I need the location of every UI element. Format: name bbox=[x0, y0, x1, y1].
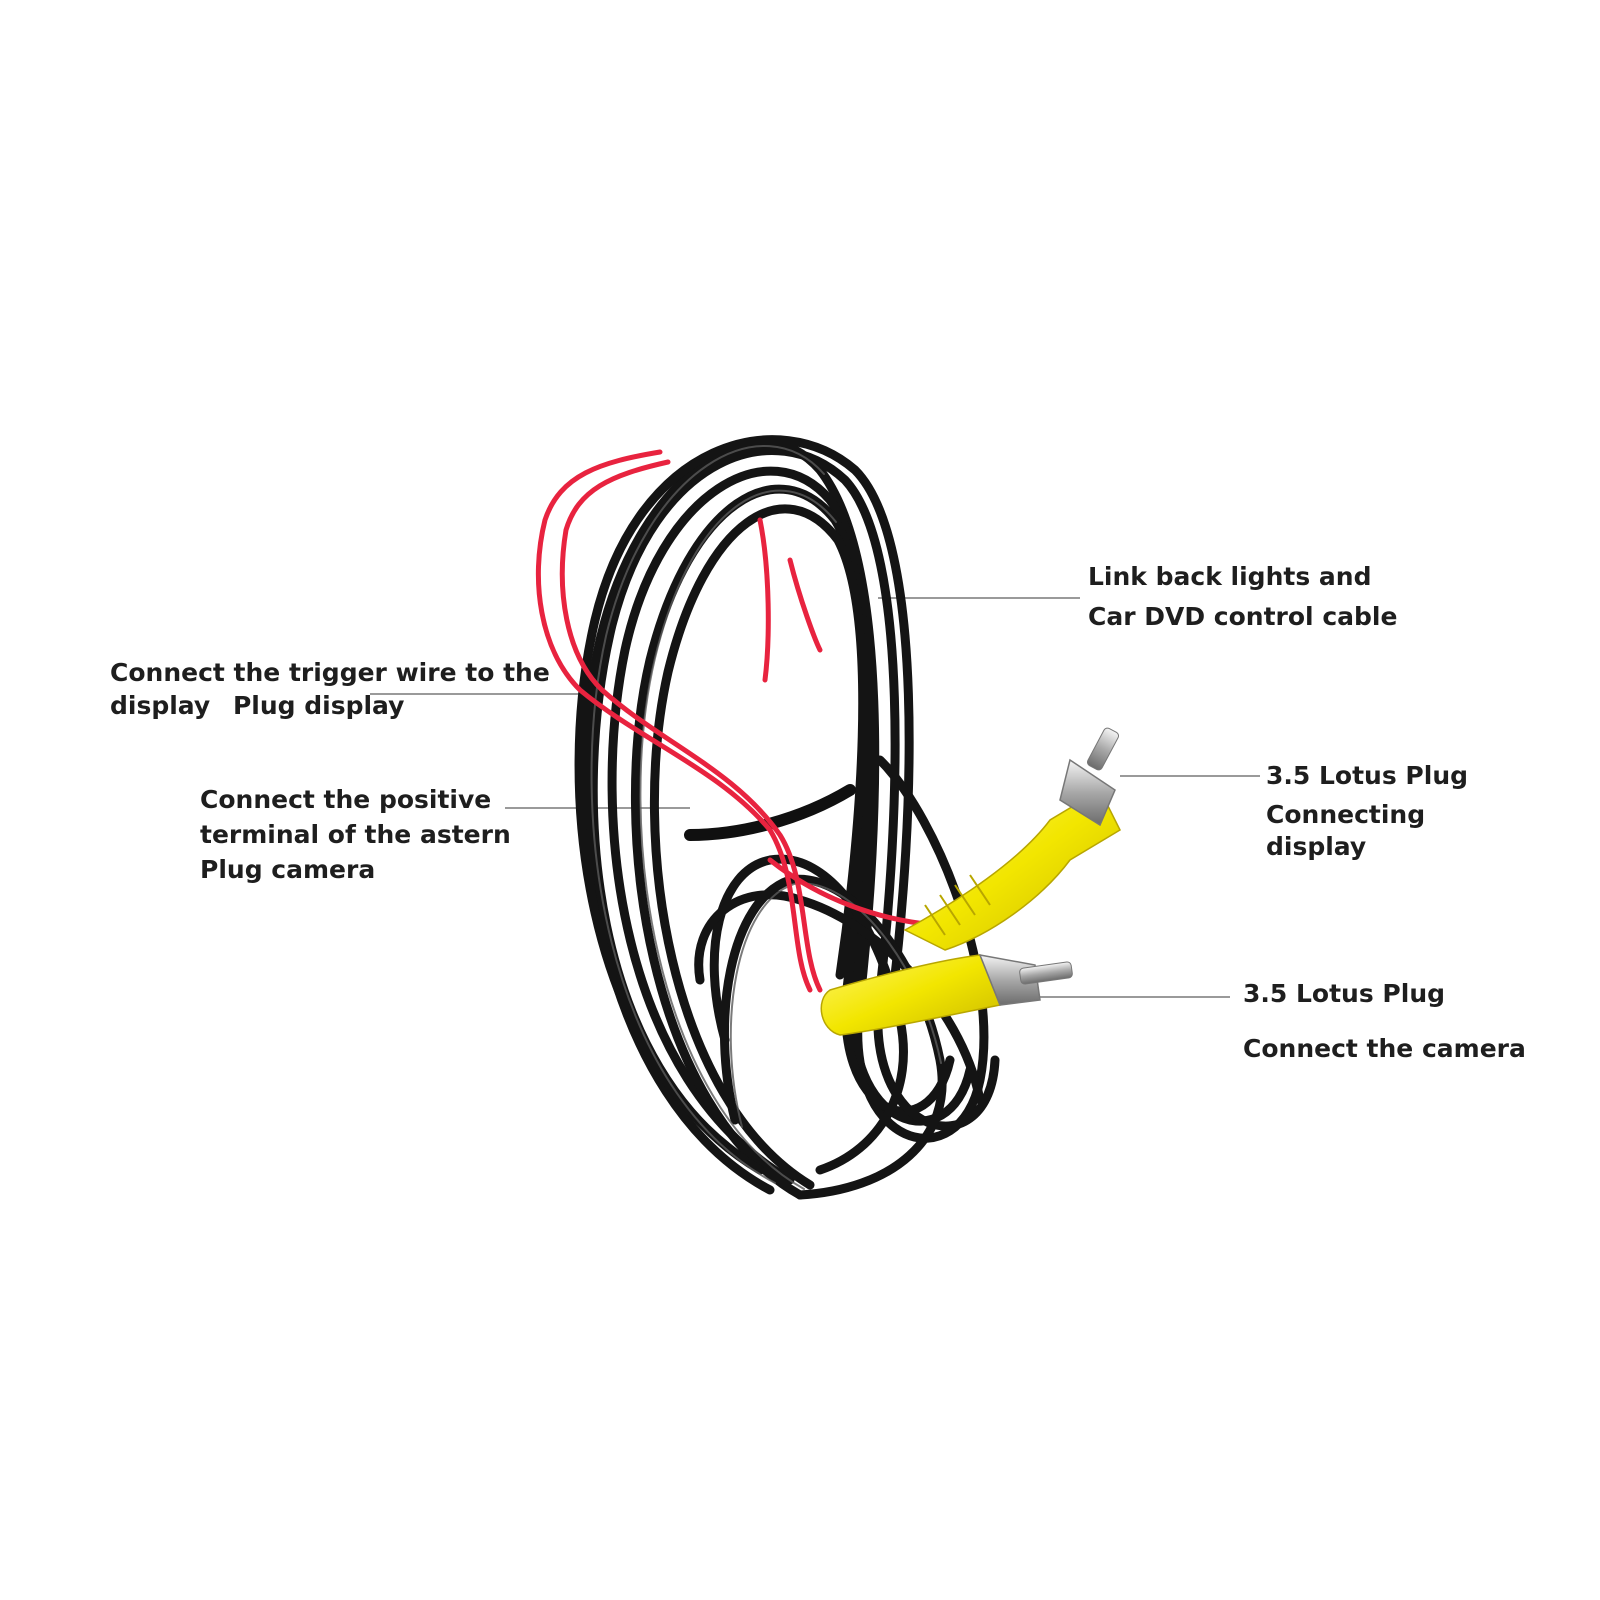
callout-trigger-wire: Connect the trigger wire to the display … bbox=[110, 657, 550, 722]
callout-lotus-camera-line2: Connect the camera bbox=[1243, 1033, 1526, 1063]
callout-back-lights-line2: Car DVD control cable bbox=[1088, 602, 1398, 631]
callout-lotus-display-line2: Connecting bbox=[1266, 799, 1426, 829]
callout-back-lights: Link back lights and Car DVD control cab… bbox=[1088, 557, 1397, 637]
callout-positive-line2: terminal of the astern bbox=[200, 820, 511, 849]
callout-trigger-wire-line2b: Plug display bbox=[232, 690, 405, 720]
callout-trigger-wire-line2: display Plug display bbox=[110, 690, 550, 723]
callout-lotus-display: 3.5 Lotus Plug Connecting display bbox=[1266, 760, 1468, 864]
callout-positive-line1: Connect the positive bbox=[200, 785, 492, 814]
callout-positive-line3: Plug camera bbox=[200, 855, 376, 884]
leader-lines bbox=[370, 597, 1260, 998]
red-trigger-wire bbox=[535, 449, 938, 993]
callout-trigger-wire-line2a: display bbox=[110, 690, 211, 720]
callout-positive-terminal: Connect the positive terminal of the ast… bbox=[200, 782, 511, 887]
callout-lotus-camera: 3.5 Lotus Plug Connect the camera bbox=[1243, 978, 1526, 1065]
callout-trigger-wire-line1: Connect the trigger wire to the bbox=[110, 658, 550, 687]
callout-lotus-camera-line1: 3.5 Lotus Plug bbox=[1243, 979, 1446, 1008]
rca-plug-camera bbox=[820, 954, 1073, 1036]
cable-coil bbox=[574, 435, 1000, 1200]
callout-lotus-display-line1: 3.5 Lotus Plug bbox=[1266, 761, 1469, 790]
rca-plug-display bbox=[903, 727, 1121, 951]
callout-back-lights-line1: Link back lights and bbox=[1088, 562, 1372, 591]
callout-lotus-display-line3: display bbox=[1266, 832, 1367, 861]
